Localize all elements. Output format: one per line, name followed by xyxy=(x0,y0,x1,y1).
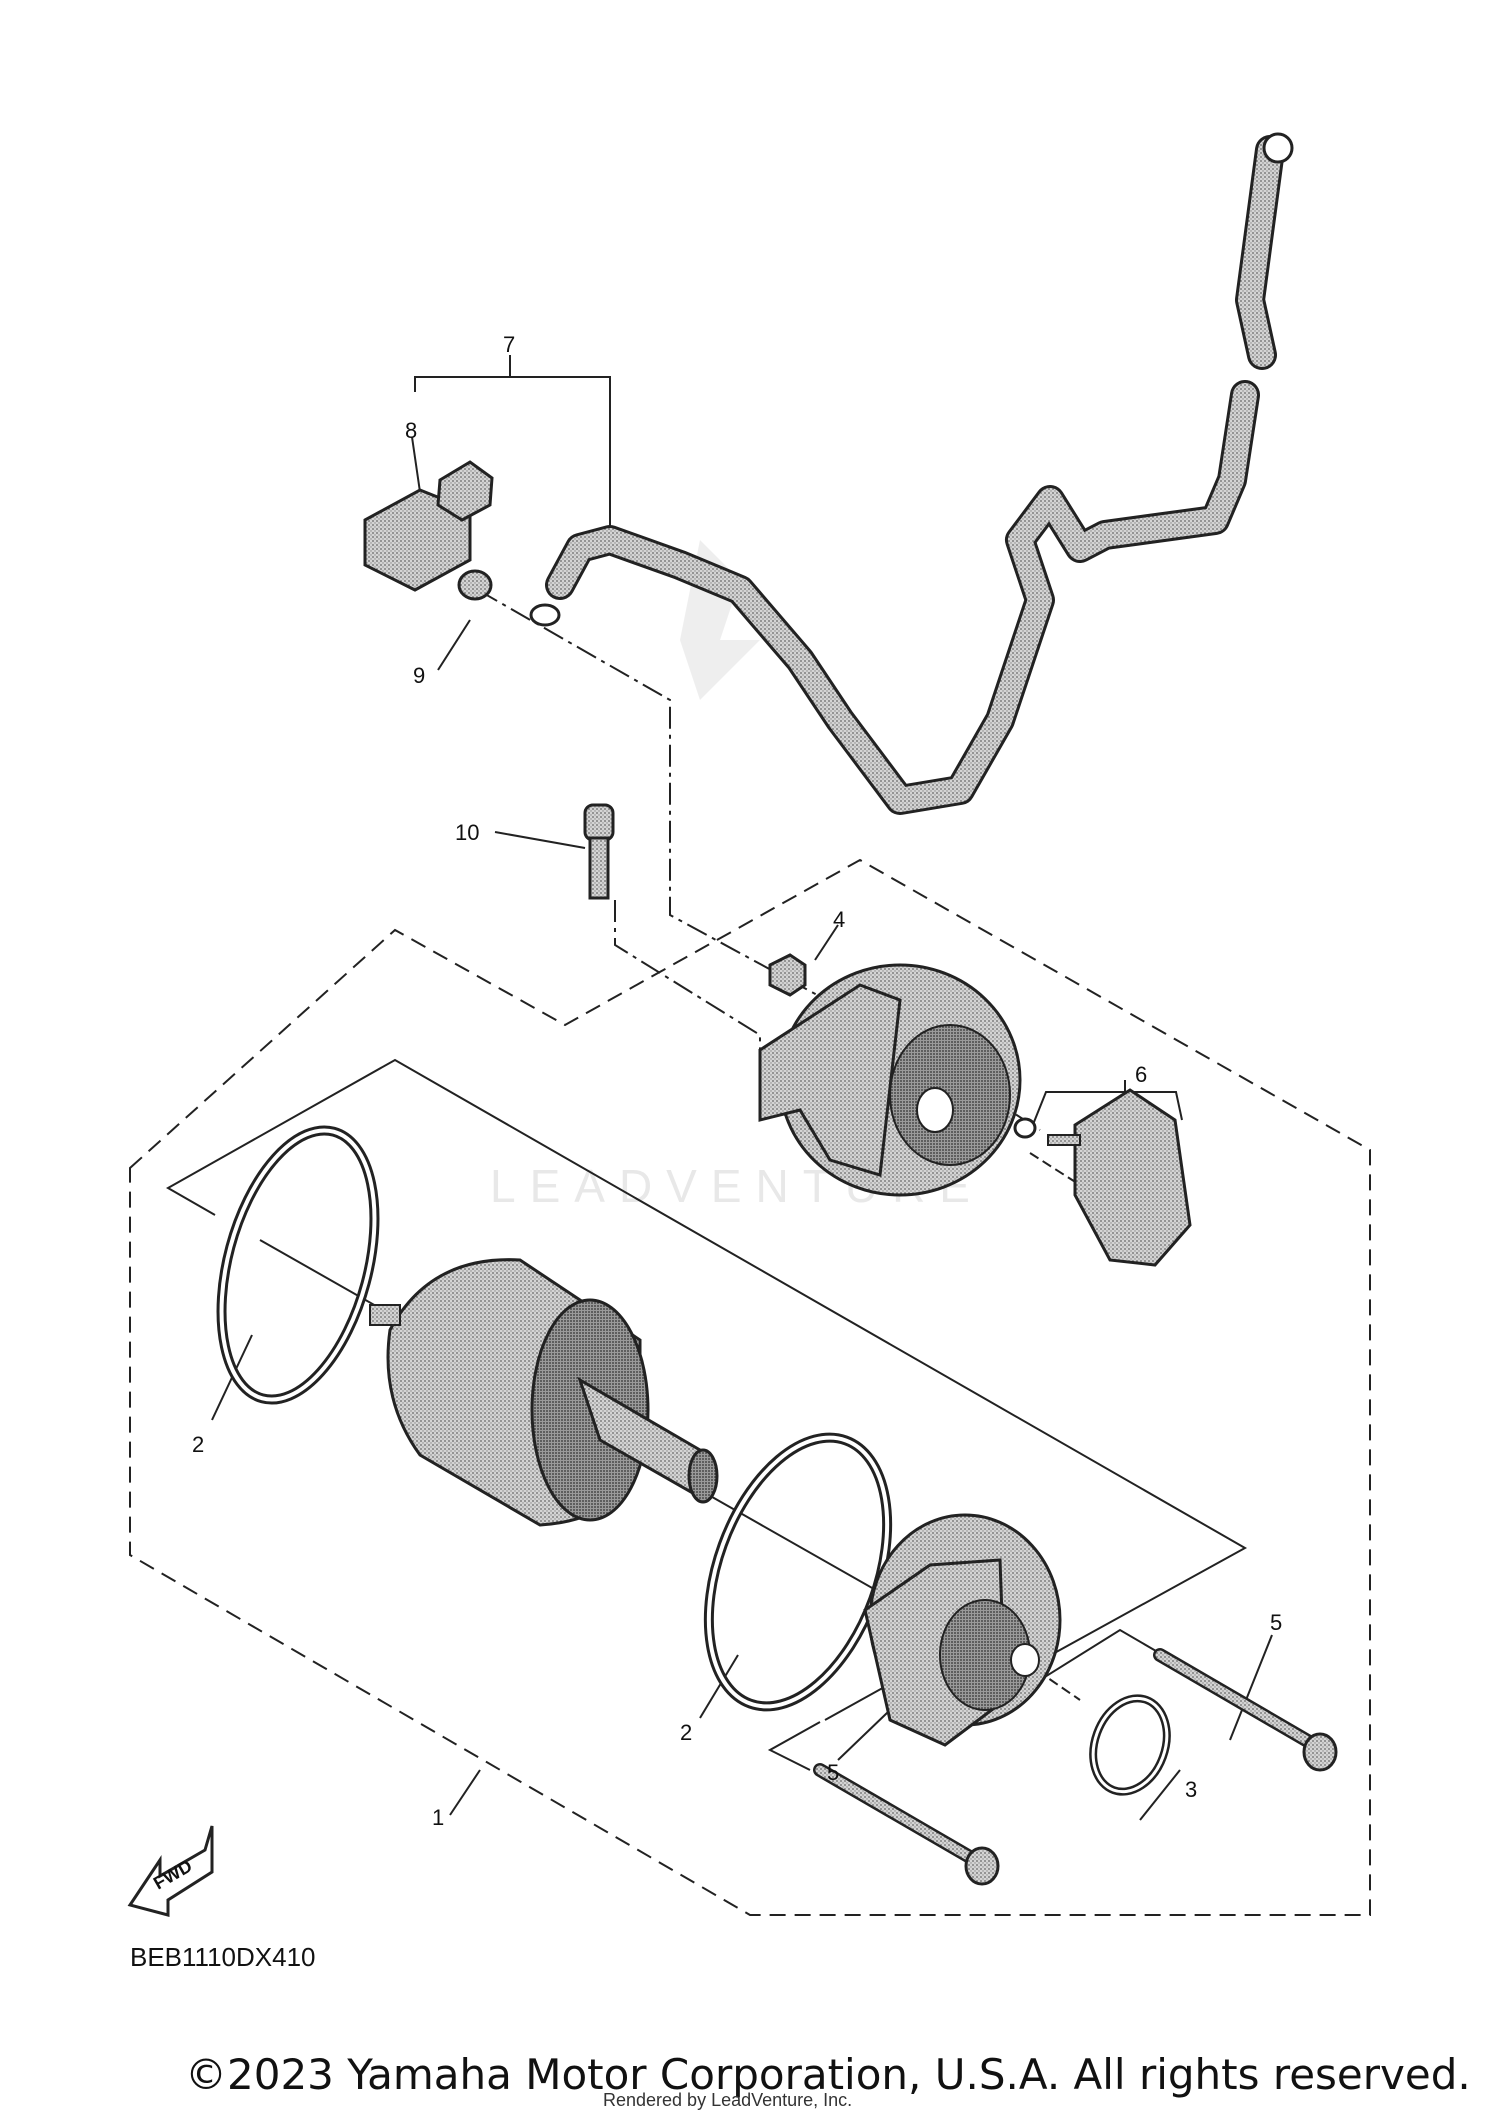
rear-cover xyxy=(758,963,1022,1197)
callout-10: 10 xyxy=(455,820,479,845)
callout-2-front: 2 xyxy=(680,1720,692,1745)
callout-2-rear: 2 xyxy=(192,1432,204,1457)
battery-cable xyxy=(529,132,1294,815)
bolt-5-lower xyxy=(813,1763,1000,1886)
bolt-5-upper xyxy=(1153,1648,1338,1772)
nut-4 xyxy=(768,953,807,997)
callout-5-upper: 5 xyxy=(1270,1610,1282,1635)
starter-yoke xyxy=(369,1258,719,1527)
callout-6: 6 xyxy=(1135,1062,1147,1087)
callout-7: 7 xyxy=(503,332,515,357)
o-ring-small-inner xyxy=(1091,1696,1169,1794)
o-ring-small xyxy=(1089,1694,1171,1796)
diagram-code: BEB1110DX410 xyxy=(130,1942,316,1972)
terminal-cap xyxy=(363,460,494,592)
fwd-arrow-icon: FWD xyxy=(127,1825,214,1917)
assembly-1-outline xyxy=(129,858,1371,1916)
rendered-by-note: Rendered by LeadVenture, Inc. xyxy=(603,2090,853,2110)
callout-9: 9 xyxy=(413,663,425,688)
copyright-notice: ©2023 Yamaha Motor Corporation, U.S.A. A… xyxy=(185,2050,1471,2099)
callout-4: 4 xyxy=(833,907,845,932)
bolt-10 xyxy=(583,803,615,900)
front-cover xyxy=(863,1513,1062,1747)
o-ring-rear-inner xyxy=(219,1128,377,1402)
callout-8: 8 xyxy=(405,418,417,443)
callout-5-lower: 5 xyxy=(827,1760,839,1785)
group-outline-lower-bolt xyxy=(767,1721,821,1771)
nut-9 xyxy=(457,569,493,601)
callout-1: 1 xyxy=(432,1805,444,1830)
callout-3: 3 xyxy=(1185,1777,1197,1802)
brush-holder xyxy=(1013,1088,1192,1267)
